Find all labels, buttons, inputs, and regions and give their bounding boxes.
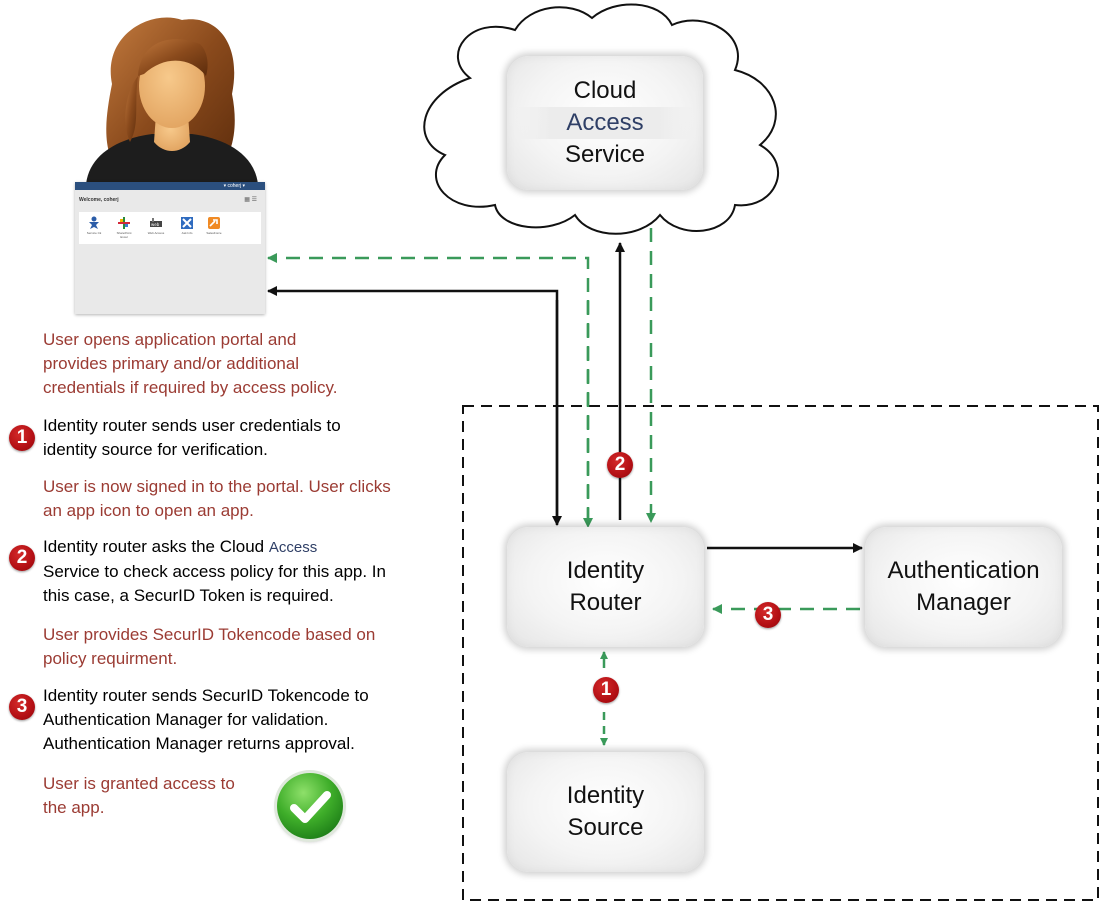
text-user-signed-in-line1: User is now signed in to the portal. Use… — [43, 477, 391, 496]
app-web-icon: web — [150, 218, 162, 227]
node-cloud-line1: Cloud — [573, 77, 637, 104]
text-step-1-line1: Identity router sends user credentials t… — [43, 416, 341, 435]
text-step-3-line1: Identity router sends SecurID Tokencode … — [43, 686, 369, 705]
text-step-2-access: Access — [268, 539, 318, 556]
svg-text:web: web — [151, 222, 160, 227]
text-user-provides-line1: User provides SecurID Tokencode based on — [43, 625, 376, 644]
app-pinwheel-icon — [118, 217, 130, 229]
text-user-granted-line1: User is granted access to — [43, 774, 235, 793]
portal-header-bar: ▾ coherj ▾ — [75, 182, 265, 190]
node-router-line2: Router — [569, 589, 642, 616]
portal-app-4[interactable]: Ask Info — [176, 216, 198, 235]
portal-app-4-label: Ask Info — [181, 231, 193, 235]
step-2-badge-text: 2 — [9, 545, 35, 571]
node-router-line1: Identity — [566, 557, 645, 584]
checkmark-glyph — [290, 791, 331, 823]
on-premise-boundary — [462, 405, 1099, 901]
text-user-opens: User opens application portal and provid… — [43, 328, 338, 400]
text-step-1-line2: identity source for verification. — [43, 440, 268, 459]
text-step-2-line1-main: Identity router asks the Cloud — [43, 537, 269, 556]
node-authentication-manager: Authentication Manager — [865, 527, 1062, 647]
text-step-2-line2: Service to check access policy for this … — [43, 562, 386, 581]
checkmark-icon — [277, 773, 343, 839]
text-user-provides: User provides SecurID Tokencode based on… — [43, 623, 375, 671]
portal-app-5[interactable]: SalesForce — [203, 216, 225, 235]
text-user-opens-line2: provides primary and/or additional — [43, 354, 300, 373]
step-1-badge-diagram: 1 — [593, 677, 619, 703]
app-arrow-icon — [208, 217, 220, 229]
step-1-badge-text: 1 — [9, 425, 35, 451]
portal-app-3-label: Web Access — [147, 231, 165, 235]
portal-app-5-label: SalesForce — [206, 231, 222, 235]
arrow-cloud-to-portal-dashed — [267, 253, 590, 522]
text-user-provides-line2: policy requirment. — [43, 649, 178, 668]
portal-welcome-text: Welcome, coherj — [79, 197, 119, 203]
text-step-3-line3: Authentication Manager returns approval. — [43, 734, 355, 753]
portal-app-1-label: Service Ck — [86, 231, 102, 235]
node-identity-source: Identity Source — [507, 752, 704, 872]
node-authmgr-line1: Authentication — [887, 557, 1040, 584]
step-3-badge-text: 3 — [9, 694, 35, 720]
portal-app-2-label: SharePoint Excel — [116, 231, 132, 239]
user-avatar-icon — [86, 17, 258, 184]
node-cloud-access-service: Cloud Access Service — [507, 56, 703, 190]
application-portal-preview: ▾ coherj ▾ Welcome, coherj ▦ ☰ Service C… — [75, 182, 265, 314]
portal-header-menu: ▾ coherj ▾ — [223, 183, 245, 189]
app-cross-icon — [181, 217, 193, 229]
text-step-3: Identity router sends SecurID Tokencode … — [43, 684, 369, 756]
text-step-3-line2: Authentication Manager for validation. — [43, 710, 329, 729]
node-cloud-line3: Service — [564, 141, 646, 168]
text-step-2: Identity router asks the Cloud Access Se… — [43, 535, 386, 608]
portal-app-panel: Service Ck SharePoint Excel web Web Acce… — [79, 212, 261, 244]
text-user-signed-in-line2: an app icon to open an app. — [43, 501, 254, 520]
text-user-signed-in: User is now signed in to the portal. Use… — [43, 475, 391, 523]
portal-app-2[interactable]: SharePoint Excel — [113, 216, 135, 239]
text-step-2-line3: this case, a SecurID Token is required. — [43, 586, 334, 605]
app-figure-icon — [89, 216, 99, 229]
node-authmgr-line2: Manager — [916, 589, 1011, 616]
text-user-opens-line3: credentials if required by access policy… — [43, 378, 338, 397]
step-3-badge-diagram: 3 — [755, 602, 781, 628]
text-step-1: Identity router sends user credentials t… — [43, 414, 341, 462]
node-cloud-line2: Access — [515, 107, 695, 139]
text-step-2-line1: Identity router asks the Cloud Access — [43, 535, 386, 560]
node-source-line1: Identity — [566, 782, 645, 809]
text-user-granted-line2: the app. — [43, 798, 105, 817]
portal-app-1[interactable]: Service Ck — [83, 216, 105, 235]
portal-app-3[interactable]: web Web Access — [145, 216, 167, 235]
portal-view-toggle-icon: ▦ ☰ — [244, 197, 257, 203]
node-source-line2: Source — [567, 814, 644, 841]
step-2-badge-diagram: 2 — [607, 452, 633, 478]
text-user-granted: User is granted access to the app. — [43, 772, 235, 820]
text-user-opens-line1: User opens application portal and — [43, 330, 297, 349]
node-identity-router: Identity Router — [507, 527, 704, 647]
